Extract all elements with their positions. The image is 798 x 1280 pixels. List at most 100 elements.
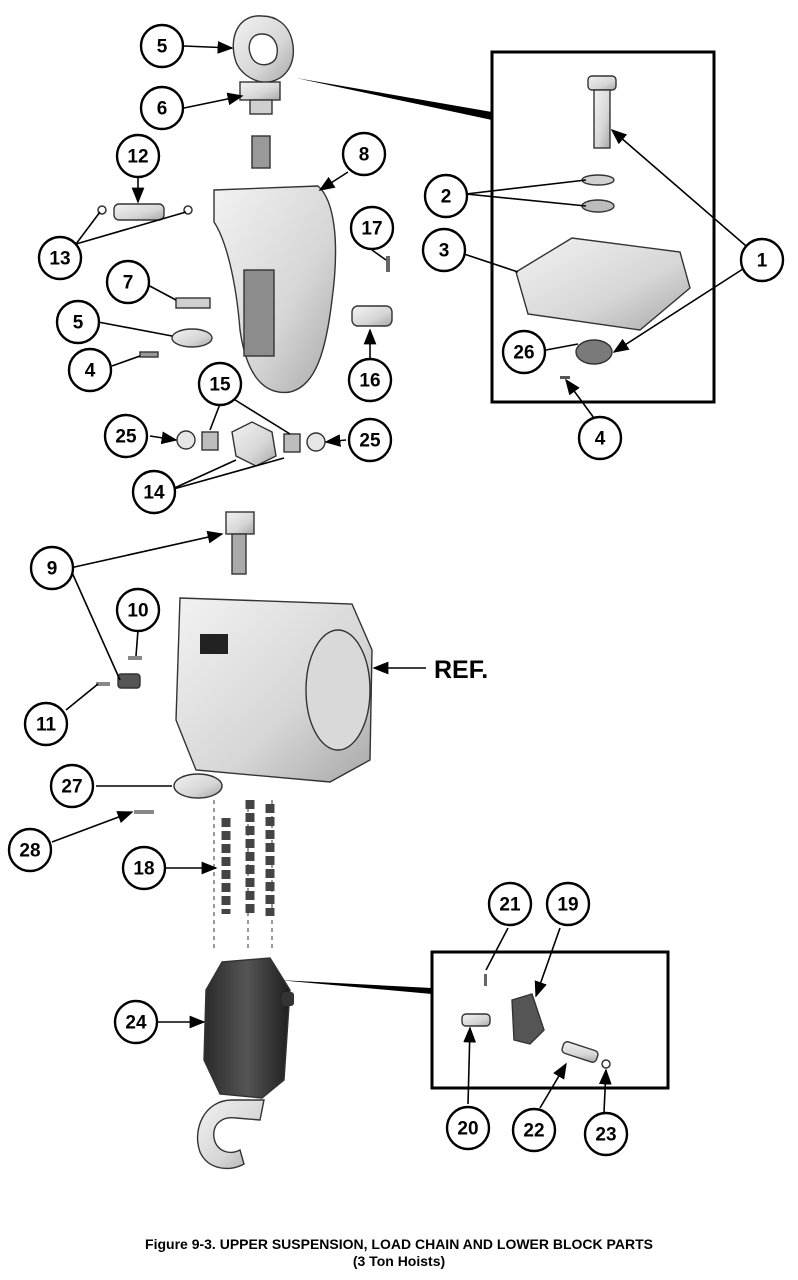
- callout-circle: [511, 1107, 557, 1153]
- callout-number: 7: [123, 273, 134, 294]
- callout-number: 18: [133, 859, 154, 880]
- callout-number: 26: [513, 343, 534, 364]
- hoist-housing: [96, 511, 373, 814]
- callout-number: 1: [757, 251, 768, 272]
- callout-number: 15: [209, 375, 231, 396]
- callout-circle: [423, 173, 469, 219]
- callout-c4a: 4: [67, 347, 113, 393]
- callout-number: 21: [499, 895, 521, 916]
- callout-c1: 1: [739, 237, 785, 283]
- upper-detail-box: [490, 50, 716, 404]
- callout-number: 4: [85, 361, 96, 382]
- callout-circle: [501, 329, 547, 375]
- callout-c5b: 5: [55, 299, 101, 345]
- callout-c20: 20: [445, 1105, 491, 1151]
- callout-number: 3: [439, 241, 450, 262]
- caption-line-1: Figure 9-3. UPPER SUSPENSION, LOAD CHAIN…: [145, 1236, 653, 1252]
- callout-circle: [103, 413, 149, 459]
- callout-number: 5: [157, 37, 168, 58]
- lower-detail-box: [430, 950, 670, 1090]
- ref-label: REF.: [434, 656, 488, 684]
- callout-circle: [347, 357, 393, 403]
- callout-c25b: 25: [347, 417, 393, 463]
- callout-c12: 12: [115, 133, 161, 179]
- callout-circle: [67, 347, 113, 393]
- callout-c21: 21: [487, 881, 533, 927]
- callout-circle: [583, 1111, 629, 1157]
- callout-c14: 14: [131, 469, 177, 515]
- callout-circle: [37, 235, 83, 281]
- callout-c5a: 5: [139, 23, 185, 69]
- callout-circle: [545, 881, 591, 927]
- callout-circle: [113, 999, 159, 1045]
- callout-c4b: 4: [577, 415, 623, 461]
- callout-number: 6: [157, 99, 168, 120]
- callout-circle: [341, 131, 387, 177]
- callout-c7: 7: [105, 259, 151, 305]
- callout-circle: [7, 827, 53, 873]
- callout-number: 16: [359, 371, 380, 392]
- callout-circle: [55, 299, 101, 345]
- callout-c9: 9: [29, 545, 75, 591]
- callout-number: 27: [61, 777, 82, 798]
- callout-number: 28: [19, 841, 40, 862]
- upper-detail-connector: [296, 78, 492, 120]
- callout-circle: [49, 763, 95, 809]
- callout-circle: [115, 587, 161, 633]
- callout-c2: 2: [423, 173, 469, 219]
- callout-c18: 18: [121, 845, 167, 891]
- callout-number: 19: [557, 895, 578, 916]
- callout-c22: 22: [511, 1107, 557, 1153]
- callout-c8: 8: [341, 131, 387, 177]
- callout-number: 11: [36, 715, 57, 736]
- callout-circle: [131, 469, 177, 515]
- callout-circle: [197, 361, 243, 407]
- callout-circle: [105, 259, 151, 305]
- upper-small-parts: [97, 203, 393, 467]
- leader-lines: [51, 41, 761, 1113]
- callout-number: 4: [595, 429, 606, 450]
- callout-c25a: 25: [103, 413, 149, 459]
- callout-circle: [29, 545, 75, 591]
- callout-c16: 16: [347, 357, 393, 403]
- callout-number: 14: [143, 483, 165, 504]
- callout-circle: [139, 23, 185, 69]
- load-chains: [213, 800, 275, 950]
- callout-circle: [347, 417, 393, 463]
- callout-number: 12: [127, 147, 148, 168]
- callout-circle: [739, 237, 785, 283]
- lower-block: [196, 957, 294, 1170]
- callout-c11: 11: [23, 701, 69, 747]
- callout-circle: [349, 205, 395, 251]
- callout-number: 25: [115, 427, 137, 448]
- callout-circle: [139, 85, 185, 131]
- figure-caption: Figure 9-3. UPPER SUSPENSION, LOAD CHAIN…: [0, 1236, 798, 1270]
- callout-circle: [445, 1105, 491, 1151]
- callout-circle: [577, 415, 623, 461]
- callout-c19: 19: [545, 881, 591, 927]
- callout-number: 20: [457, 1119, 478, 1140]
- callout-c24: 24: [113, 999, 159, 1045]
- callout-c6: 6: [139, 85, 185, 131]
- callout-c17: 17: [349, 205, 395, 251]
- yoke-frame: [213, 185, 337, 394]
- callout-c23: 23: [583, 1111, 629, 1157]
- callout-number: 13: [49, 249, 70, 270]
- lower-detail-parts: [461, 974, 611, 1069]
- callout-number: 22: [523, 1121, 544, 1142]
- callout-circle: [487, 881, 533, 927]
- upper-detail-parts: [515, 75, 691, 379]
- callout-c27: 27: [49, 763, 95, 809]
- callout-number: 5: [73, 313, 84, 334]
- lower-detail-connector: [278, 980, 432, 994]
- callout-number: 25: [359, 431, 381, 452]
- callout-c15: 15: [197, 361, 243, 407]
- callout-number: 8: [359, 145, 370, 166]
- callout-circle: [115, 133, 161, 179]
- callout-number: 2: [441, 187, 452, 208]
- callout-number: 9: [47, 559, 58, 580]
- callout-c10: 10: [115, 587, 161, 633]
- callout-number: 23: [595, 1125, 616, 1146]
